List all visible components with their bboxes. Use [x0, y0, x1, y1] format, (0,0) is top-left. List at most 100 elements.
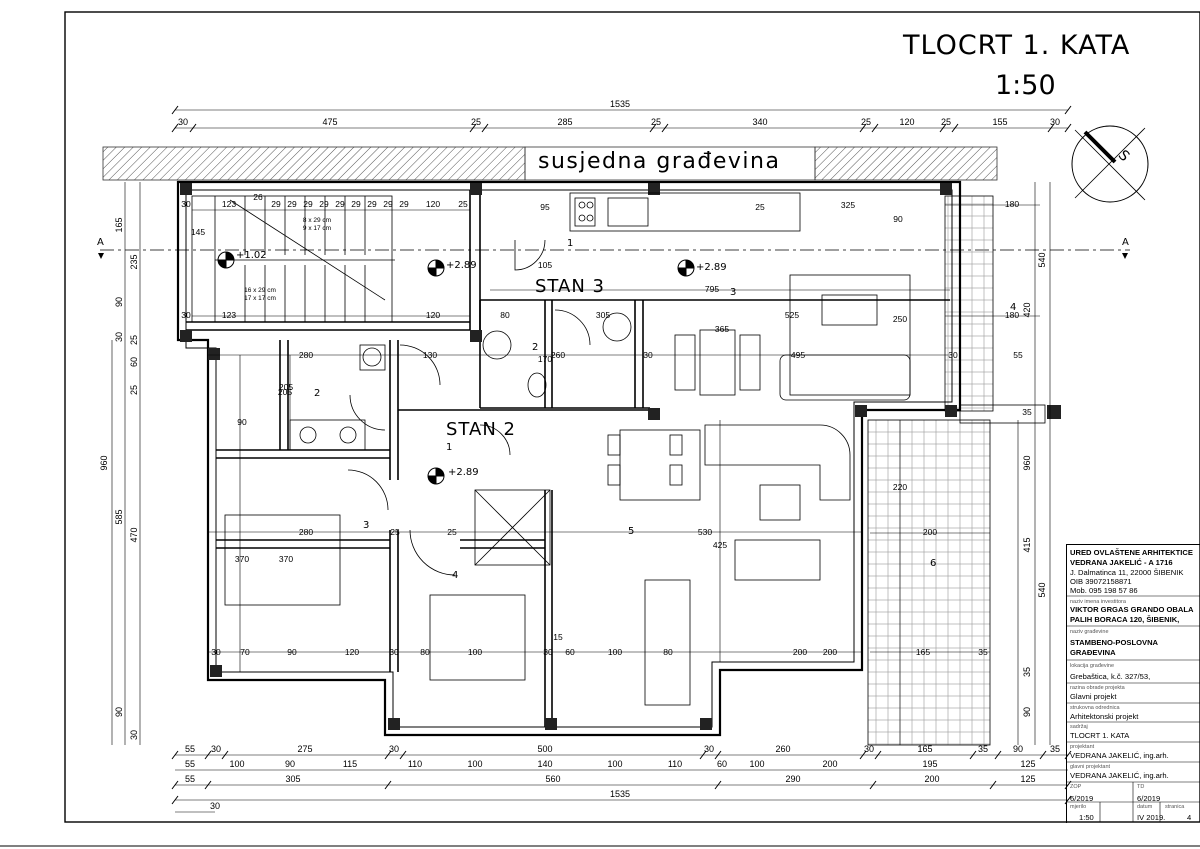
page-caption: stranica	[1165, 804, 1185, 810]
building-line-2: GRAĐEVINA	[1070, 648, 1116, 657]
svg-text:120: 120	[426, 310, 440, 320]
svg-text:80: 80	[420, 647, 430, 657]
svg-text:165: 165	[917, 744, 932, 754]
svg-text:35: 35	[978, 647, 988, 657]
svg-text:420: 420	[1022, 302, 1032, 317]
svg-text:15: 15	[553, 632, 563, 642]
content-caption: sadržaj	[1070, 724, 1088, 730]
building-line-1: STAMBENO-POSLOVNA	[1070, 638, 1159, 647]
section-marker-right: A	[1122, 237, 1129, 248]
office-line-1: URED OVLAŠTENE ARHITEKTICE	[1070, 548, 1193, 557]
svg-text:200: 200	[823, 647, 837, 657]
project-level-value: Glavni projekt	[1070, 692, 1117, 701]
svg-text:+2.89: +2.89	[446, 260, 477, 271]
svg-text:165: 165	[114, 217, 124, 232]
office-line-3: J. Dalmatinca 11, 22000 ŠIBENIK	[1070, 568, 1184, 577]
designer-value: VEDRANA JAKELIĆ, ing.arh.	[1070, 751, 1169, 760]
svg-text:4: 4	[452, 570, 458, 581]
svg-text:30: 30	[181, 199, 191, 209]
drawing-scale: 1:50	[995, 70, 1056, 101]
svg-text:29: 29	[399, 199, 409, 209]
svg-text:120: 120	[345, 647, 359, 657]
svg-text:100: 100	[467, 759, 482, 769]
svg-text:30: 30	[389, 647, 399, 657]
svg-text:100: 100	[749, 759, 764, 769]
svg-text:30: 30	[704, 744, 714, 754]
svg-text:6: 6	[930, 558, 936, 569]
page-value: 4	[1187, 813, 1192, 822]
location-caption: lokacija građevine	[1070, 663, 1115, 669]
svg-text:80: 80	[663, 647, 673, 657]
svg-text:30: 30	[948, 350, 958, 360]
svg-text:29: 29	[303, 199, 313, 209]
dimension-lines	[111, 109, 1068, 813]
north-arrow-icon: S	[1071, 125, 1149, 203]
svg-text:55: 55	[185, 774, 195, 784]
svg-text:100: 100	[229, 759, 244, 769]
svg-text:+2.89: +2.89	[696, 262, 727, 273]
svg-text:100: 100	[468, 647, 482, 657]
office-line-4: OIB 39072158871	[1070, 577, 1132, 586]
svg-text:25: 25	[755, 202, 765, 212]
svg-text:130: 130	[423, 350, 437, 360]
svg-text:195: 195	[922, 759, 937, 769]
svg-text:290: 290	[785, 774, 800, 784]
date-caption: datum	[1137, 804, 1153, 810]
svg-text:500: 500	[537, 744, 552, 754]
svg-text:305: 305	[596, 310, 610, 320]
svg-text:140: 140	[537, 759, 552, 769]
svg-text:540: 540	[1037, 582, 1047, 597]
svg-text:200: 200	[793, 647, 807, 657]
svg-text:9 x 17 cm: 9 x 17 cm	[303, 225, 331, 232]
svg-text:170: 170	[538, 354, 552, 364]
neighbor-label: susjedna građevina	[538, 149, 780, 174]
terrace-south-east	[867, 419, 991, 746]
svg-text:1535: 1535	[610, 789, 630, 799]
svg-text:470: 470	[129, 527, 139, 542]
svg-text:370: 370	[279, 554, 293, 564]
svg-text:1: 1	[567, 238, 573, 249]
svg-text:960: 960	[99, 455, 109, 470]
svg-text:29: 29	[351, 199, 361, 209]
svg-text:530: 530	[698, 527, 712, 537]
svg-text:2: 2	[532, 342, 538, 353]
date-value: IV 2019.	[1137, 813, 1166, 822]
svg-text:200: 200	[822, 759, 837, 769]
room-numbers: 1 2 3 4 1 2 3 4 5 6	[314, 238, 1016, 581]
svg-text:585: 585	[114, 509, 124, 524]
scale-value: 1:50	[1079, 813, 1094, 822]
svg-text:55: 55	[1013, 350, 1023, 360]
svg-text:205: 205	[278, 387, 292, 397]
svg-text:115: 115	[343, 759, 357, 769]
svg-text:90: 90	[114, 707, 124, 717]
svg-text:2: 2	[314, 388, 320, 399]
svg-text:4: 4	[1010, 302, 1016, 313]
discipline-caption: strukovna odrednica	[1070, 705, 1120, 711]
svg-text:100: 100	[607, 759, 622, 769]
dimension-texts: 1535 30 475 25 285 25 340 25 120 25 155 …	[178, 99, 1060, 811]
title-block-lines	[1066, 595, 1200, 822]
svg-text:180: 180	[1005, 310, 1019, 320]
svg-text:60: 60	[717, 759, 727, 769]
svg-text:90: 90	[893, 214, 903, 224]
svg-text:425: 425	[713, 540, 727, 550]
svg-text:30: 30	[129, 730, 139, 740]
svg-text:795: 795	[705, 284, 719, 294]
svg-text:25: 25	[129, 335, 139, 345]
office-line-5: Mob. 095 198 57 86	[1070, 586, 1138, 595]
svg-text:26: 26	[253, 192, 263, 202]
svg-text:285: 285	[557, 117, 572, 127]
svg-text:200: 200	[924, 774, 939, 784]
svg-text:90: 90	[285, 759, 295, 769]
svg-text:180: 180	[1005, 199, 1019, 209]
svg-text:125: 125	[1020, 759, 1035, 769]
svg-text:30: 30	[864, 744, 874, 754]
svg-text:25: 25	[129, 385, 139, 395]
svg-text:280: 280	[299, 350, 313, 360]
svg-text:90: 90	[287, 647, 297, 657]
zop-caption: ZOP	[1070, 784, 1082, 790]
location-value: Grebaštica, k.č. 327/53,	[1070, 672, 1151, 681]
svg-text:30: 30	[178, 117, 188, 127]
svg-text:35: 35	[978, 744, 988, 754]
building-caption: naziv građevine	[1070, 629, 1109, 635]
